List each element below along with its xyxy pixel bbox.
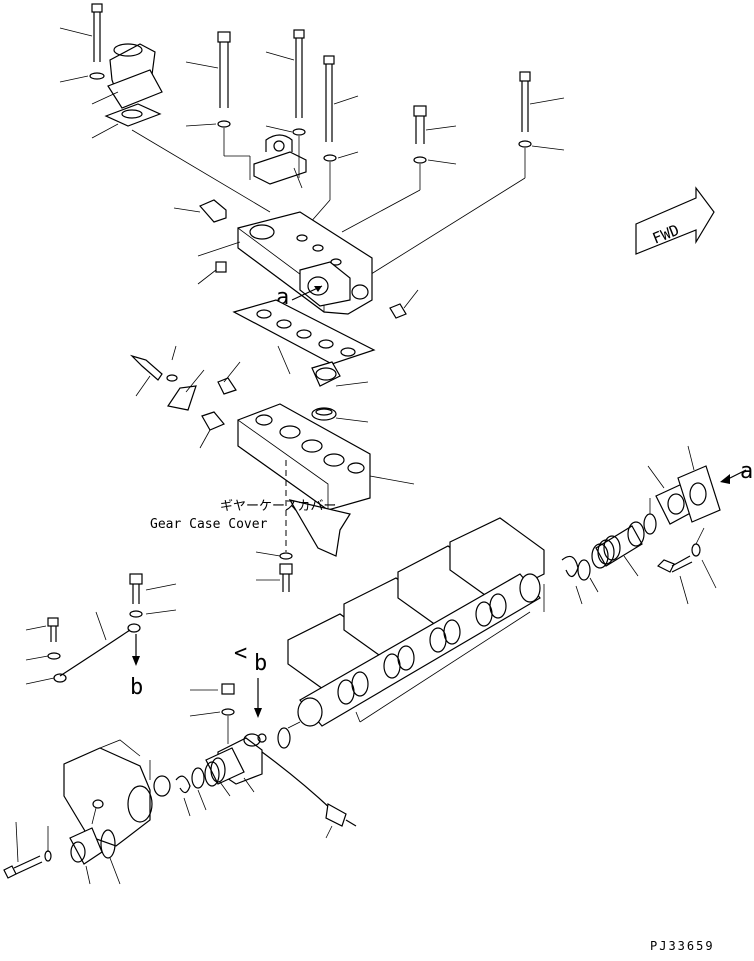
washer-top-left <box>59 72 105 83</box>
sensor-cable <box>261 751 357 839</box>
thermostat <box>311 361 369 423</box>
bolt-top-4 <box>323 55 359 162</box>
bolt-top-3 <box>265 29 306 136</box>
reference-a-right: a <box>720 459 753 484</box>
bolt-top-5 <box>413 105 457 165</box>
bolt-top-left <box>59 3 103 62</box>
ref-label-b-center: b <box>254 651 267 676</box>
bolt-side-left <box>129 354 163 397</box>
sensor-side <box>199 411 225 449</box>
water-outlet-elbow <box>91 43 163 109</box>
o-ring-bottom-left <box>100 829 121 885</box>
plug-side <box>217 361 241 395</box>
gasket-outlet <box>91 103 162 139</box>
bracket-side <box>167 369 205 411</box>
washer-side-left <box>166 345 178 382</box>
plug-upper-left <box>197 261 227 285</box>
plug-upper-right <box>389 289 419 319</box>
bolt-gear-case <box>255 551 293 592</box>
clamp-center <box>175 775 191 817</box>
bolt-bottom-left <box>3 821 52 879</box>
reference-b-left: b <box>130 634 143 700</box>
bolt-strap-left <box>25 617 61 661</box>
gasket-right <box>677 445 721 523</box>
o-ring-center-2 <box>191 767 207 811</box>
connector-bottom-left <box>69 827 103 885</box>
o-ring-center <box>277 721 301 749</box>
ref-label-b-center-lt: < <box>234 641 247 666</box>
gasket-manifold <box>232 299 376 375</box>
bolt-right <box>656 527 717 605</box>
washer-bottom-left <box>91 799 104 825</box>
connector-pipe-right <box>591 521 645 577</box>
o-ring-right <box>577 559 599 593</box>
water-pipe-chain <box>297 573 545 727</box>
bolt-center <box>189 683 235 744</box>
o-ring-right-2 <box>643 498 657 535</box>
bolt-top-2 <box>185 31 231 128</box>
ref-label-a-right: a <box>740 459 753 484</box>
reference-b-center: < b <box>234 641 267 718</box>
fwd-arrow-symbol: FWD <box>635 186 715 255</box>
manifold-housing-upper <box>197 211 373 315</box>
elbow-fitting-upper <box>173 199 227 223</box>
gear-case-cover-jp-label: ギヤーケースカバー <box>220 499 336 514</box>
bolt-top-6 <box>518 71 565 151</box>
bolt-strap-top <box>129 573 177 618</box>
assembly-leader-lines-top <box>131 128 526 277</box>
drawing-id: PJ33659 <box>650 939 715 953</box>
bracket-lifting <box>253 134 307 189</box>
housing-bottom-left <box>63 739 171 847</box>
gear-case-cover-en-label: Gear Case Cover <box>150 517 268 532</box>
ground-strap <box>25 611 141 685</box>
connector-pipe-center <box>204 747 245 797</box>
ref-label-b-left: b <box>130 675 143 700</box>
gear-case-cover: ギヤーケースカバー Gear Case Cover <box>150 460 351 557</box>
